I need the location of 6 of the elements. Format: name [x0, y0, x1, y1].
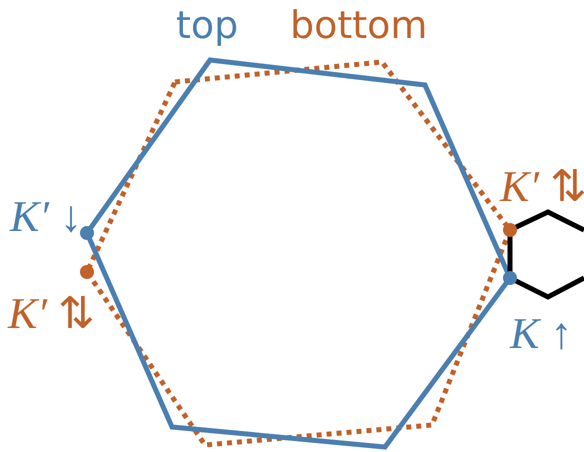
- valley-label: K′ ⇅: [500, 165, 584, 209]
- valley-label: K′ ⇅: [8, 292, 95, 336]
- layer-label: top: [176, 6, 238, 44]
- valley-label: K ↑: [510, 312, 572, 356]
- layer-label: bottom: [290, 6, 428, 44]
- valley-label: K′ ↓: [10, 195, 82, 239]
